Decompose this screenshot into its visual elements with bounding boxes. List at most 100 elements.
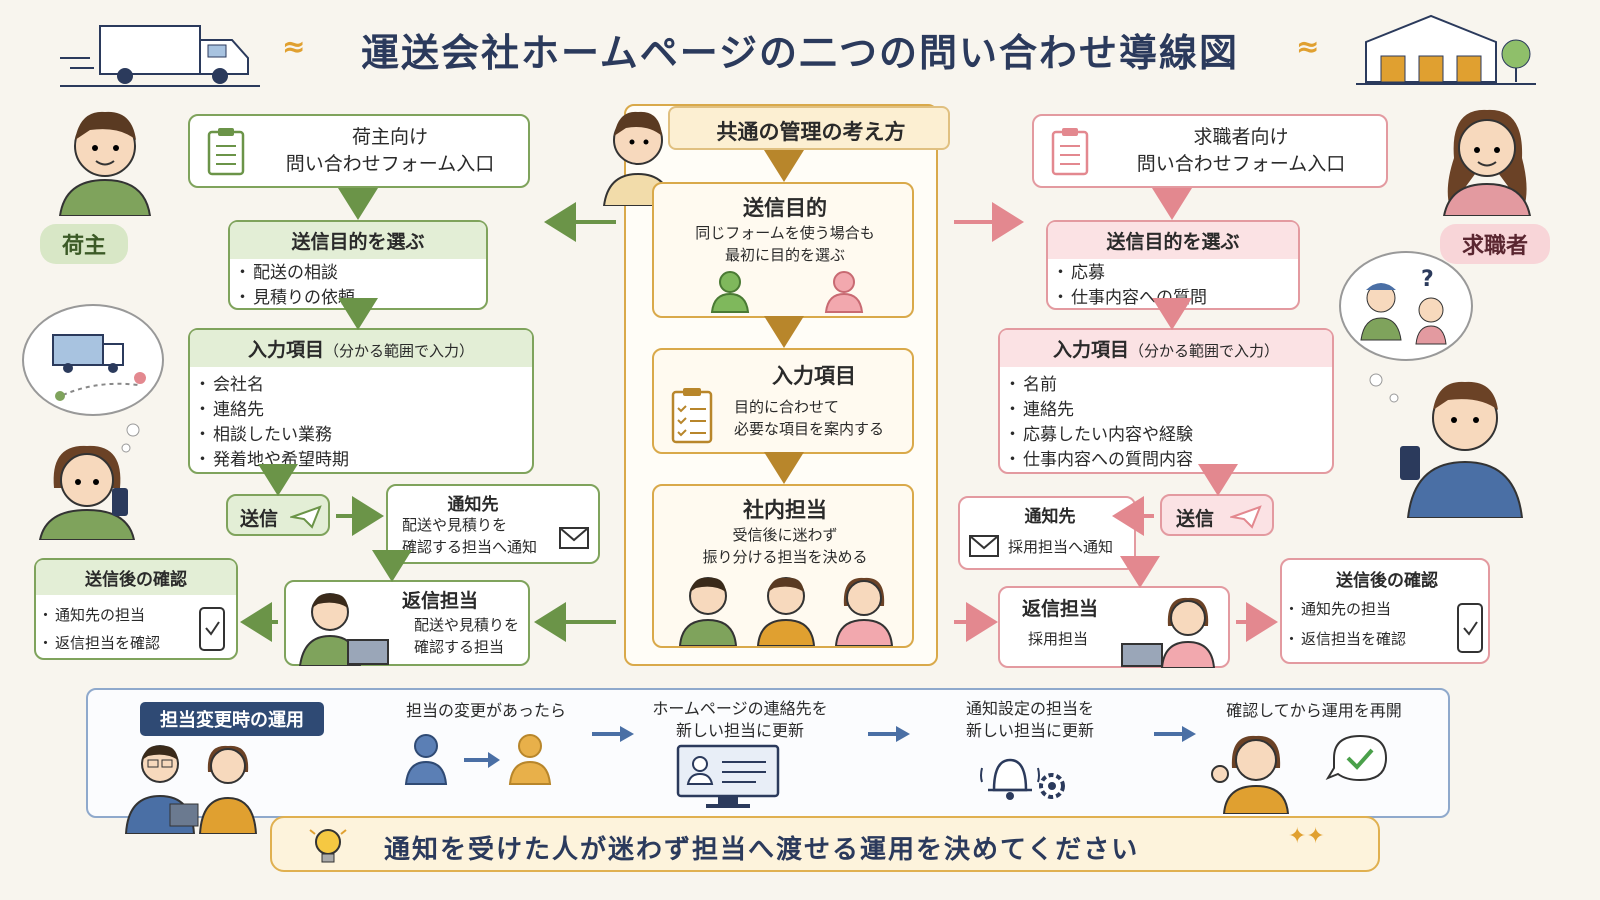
list-item: 連絡先 <box>1022 398 1332 423</box>
clipboard-icon <box>1051 128 1089 176</box>
ok-avatar <box>1211 735 1290 814</box>
envelope-icon <box>969 535 999 557</box>
jobseeker-notify-text: 採用担当へ通知 <box>1008 538 1114 556</box>
list-item: 応募 <box>1070 261 1298 286</box>
shipper-inputs-title: 入力項目 <box>247 339 324 361</box>
paper-plane-icon <box>1230 505 1262 529</box>
arrow-right-icon <box>1154 726 1196 742</box>
shipper-after-title: 送信後の確認 <box>36 560 236 595</box>
shipper-notify-text: 配送や見積りを 確認する担当へ通知 <box>402 516 538 556</box>
jobseeker-avatar <box>1442 109 1532 216</box>
shipper-purpose-box: 送信目的を選ぶ 配送の相談 見積りの依頼 <box>228 220 488 310</box>
center-staff-title: 社内担当 <box>743 498 827 522</box>
staff-laptop-icon <box>298 593 389 666</box>
arrow-right-icon <box>868 726 910 742</box>
shipper-reply-title: 返信担当 <box>402 590 479 612</box>
shipper-inputs-note: （分かる範囲で入力） <box>324 342 475 360</box>
banner-text: 通知を受けた人が迷わず担当へ渡せる運用を決めてください <box>384 835 1140 865</box>
list-item: 返信担当を確認 <box>55 629 236 657</box>
list-item: 連絡先 <box>212 398 532 423</box>
user-change-icon <box>404 734 552 785</box>
jobseeker-notify-box: 通知先 採用担当へ通知 <box>958 496 1136 570</box>
checklist-icon <box>671 388 713 444</box>
list-item: 名前 <box>1022 373 1332 398</box>
center-purpose-box: 送信目的 同じフォームを使う場合も 最初に目的を選ぶ <box>652 182 914 318</box>
truck-icon <box>60 25 260 87</box>
staff-group-icon <box>678 577 894 646</box>
center-inputs-text: 目的に合わせて 必要な項目を案内する <box>734 398 885 438</box>
list-item: 相談したい業務 <box>212 423 532 448</box>
bottom-label: 担当変更時の運用 <box>140 702 324 736</box>
bottom-step-1: 担当の変更があったら <box>405 701 566 720</box>
recruiter-laptop-icon <box>1121 597 1216 668</box>
arrow-right-icon <box>592 726 634 742</box>
list-item: 通知先の担当 <box>1301 594 1488 624</box>
send-label: 送信 <box>240 508 279 530</box>
jobseeker-after-title: 送信後の確認 <box>1336 571 1438 591</box>
center-purpose-text: 同じフォームを使う場合も 最初に目的を選ぶ <box>695 224 875 264</box>
bottom-step-3: 通知設定の担当を 新しい担当に更新 <box>965 699 1094 740</box>
center-purpose-title: 送信目的 <box>743 196 827 220</box>
page-title: 運送会社ホームページの二つの問い合わせ導線図 <box>360 31 1240 75</box>
shipper-label: 荷主 <box>40 224 129 264</box>
bell-gear-icon <box>980 758 1065 800</box>
jobseeker-entry-box[interactable]: 求職者向け 問い合わせフォーム入口 <box>1032 114 1388 188</box>
jobseeker-entry-text: 求職者向け 問い合わせフォーム入口 <box>1136 126 1346 175</box>
shipper-phone-avatar <box>38 445 136 540</box>
jobseeker-inputs-box: 入力項目（分かる範囲で入力） 名前 連絡先 応募したい内容や経験 仕事内容への質… <box>998 328 1334 474</box>
center-header: 共通の管理の考え方 <box>668 106 950 150</box>
list-item: 返信担当を確認 <box>1301 624 1488 654</box>
list-item: 見積りの依頼 <box>252 286 486 311</box>
staff-tablet-icon <box>124 745 258 834</box>
bottom-step-4: 確認してから運用を再開 <box>1226 701 1402 720</box>
smartphone-check-icon <box>1457 603 1483 653</box>
sparkle-icon: ≈ <box>282 30 306 63</box>
shipper-avatar <box>58 111 152 216</box>
center-staff-box: 社内担当 受信後に迷わず 振り分ける担当を決める <box>652 484 914 648</box>
center-inputs-title: 入力項目 <box>772 364 856 388</box>
sparkle-icon: ≈ <box>1296 30 1320 63</box>
monitor-icon <box>676 744 780 808</box>
jobseeker-reply-text: 採用担当 <box>1028 630 1089 648</box>
envelope-icon <box>559 527 589 549</box>
lightbulb-icon <box>309 829 347 863</box>
jobseeker-reply-title: 返信担当 <box>1022 598 1099 620</box>
shipper-notify-box: 通知先 配送や見積りを 確認する担当へ通知 <box>386 484 600 564</box>
svg-text:?: ? <box>1421 267 1434 292</box>
list-item: 応募したい内容や経験 <box>1022 423 1332 448</box>
two-users-icon <box>710 271 864 313</box>
shipper-notify-title: 通知先 <box>447 495 499 515</box>
list-item: 通知先の担当 <box>55 601 236 629</box>
check-bubble-icon <box>1325 734 1388 782</box>
smartphone-check-icon <box>199 607 225 651</box>
shipper-entry-box[interactable]: 荷主向け 問い合わせフォーム入口 <box>188 114 530 188</box>
clipboard-icon <box>207 128 245 176</box>
jobseeker-inputs-title: 入力項目 <box>1052 339 1129 361</box>
bottom-banner: 通知を受けた人が迷わず担当へ渡せる運用を決めてください ✦✦ <box>270 816 1380 872</box>
center-header-text: 共通の管理の考え方 <box>716 120 906 144</box>
people-thought-icon: ? <box>1339 251 1473 403</box>
list-item: 仕事内容への質問内容 <box>1022 448 1332 473</box>
jobseeker-reply-box: 返信担当 採用担当 <box>998 586 1230 668</box>
paper-plane-icon <box>290 505 322 529</box>
bottom-step-2: ホームページの連絡先を 新しい担当に更新 <box>652 699 828 740</box>
list-item: 配送の相談 <box>252 261 486 286</box>
jobseeker-inputs-note: （分かる範囲で入力） <box>1129 342 1280 360</box>
jobseeker-send-button[interactable]: 送信 <box>1160 494 1274 536</box>
sparkle-icon: ✦✦ <box>1288 824 1325 849</box>
jobseeker-after-box: 送信後の確認 通知先の担当 返信担当を確認 <box>1280 558 1490 664</box>
jobseeker-notify-title: 通知先 <box>1024 507 1076 527</box>
shipper-entry-text: 荷主向け 問い合わせフォーム入口 <box>285 126 495 175</box>
jobseeker-phone-avatar <box>1400 381 1524 518</box>
shipper-purpose-title: 送信目的を選ぶ <box>230 222 486 259</box>
center-inputs-box: 入力項目 目的に合わせて 必要な項目を案内する <box>652 348 914 454</box>
delivery-thought-icon <box>22 304 164 453</box>
send-label: 送信 <box>1176 508 1215 530</box>
list-item: 会社名 <box>212 373 532 398</box>
shipper-inputs-box: 入力項目（分かる範囲で入力） 会社名 連絡先 相談したい業務 発着地や希望時期 <box>188 328 534 474</box>
center-staff-text: 受信後に迷わず 振り分ける担当を決める <box>702 526 868 566</box>
shipper-after-box: 送信後の確認 通知先の担当 返信担当を確認 <box>34 558 238 660</box>
shipper-send-button[interactable]: 送信 <box>226 494 330 536</box>
warehouse-icon <box>1356 14 1536 85</box>
